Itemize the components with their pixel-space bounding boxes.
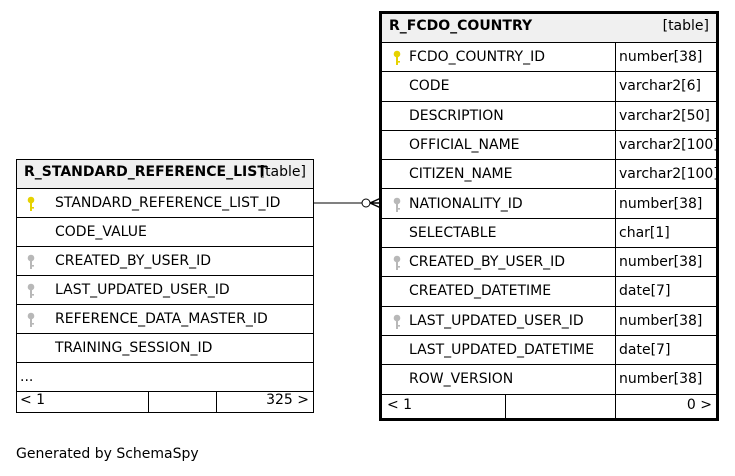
column-type: varchar2[50] — [619, 107, 710, 124]
table-header: R_FCDO_COUNTRY [table] — [382, 14, 716, 43]
column-name: LAST_UPDATED_DATETIME — [409, 342, 595, 358]
optional-circle-marker — [361, 198, 371, 208]
table-name: R_FCDO_COUNTRY — [389, 18, 533, 34]
column-name: CREATED_BY_USER_ID — [55, 253, 212, 269]
table-name: R_STANDARD_REFERENCE_LIST — [24, 164, 267, 180]
column-row[interactable]: ROW_VERSION number[38] — [382, 365, 716, 395]
column-type: number[38] — [619, 371, 703, 388]
column-name: SELECTABLE — [409, 224, 497, 241]
column-type: varchar2[100] — [619, 166, 719, 183]
column-name: FCDO_COUNTRY_ID — [409, 49, 545, 65]
column-row[interactable]: STANDARD_REFERENCE_LIST_ID — [17, 189, 313, 218]
column-row[interactable]: DESCRIPTION varchar2[50] — [382, 101, 716, 131]
children-count[interactable]: 0 > — [686, 397, 712, 413]
parents-count[interactable]: < 1 — [387, 397, 413, 413]
table-footer: < 1 0 > — [382, 395, 716, 418]
column-name: CODE_VALUE — [55, 224, 147, 240]
column-row[interactable]: REFERENCE_DATA_MASTER_ID — [17, 305, 313, 334]
foreign-key-icon — [27, 312, 35, 327]
primary-key-icon — [27, 196, 35, 211]
table-r-standard-reference-list[interactable]: R_STANDARD_REFERENCE_LIST [table] STANDA… — [16, 159, 314, 413]
column-name: DESCRIPTION — [409, 107, 504, 124]
column-row[interactable]: TRAINING_SESSION_ID — [17, 334, 313, 363]
column-name: LAST_UPDATED_USER_ID — [409, 312, 584, 329]
foreign-key-icon — [393, 197, 401, 212]
column-row[interactable]: LAST_UPDATED_USER_ID number[38] — [382, 306, 716, 336]
column-type: varchar2[100] — [619, 136, 719, 153]
column-name: STANDARD_REFERENCE_LIST_ID — [55, 195, 281, 211]
column-name: REFERENCE_DATA_MASTER_ID — [55, 311, 268, 327]
column-name: ROW_VERSION — [409, 371, 514, 388]
column-type: number[38] — [619, 195, 703, 212]
column-type: number[38] — [619, 312, 703, 329]
table-type: [table] — [662, 18, 709, 34]
generated-by-footer: Generated by SchemaSpy — [16, 446, 199, 462]
column-type: number[38] — [619, 254, 703, 271]
table-footer: < 1 325 > — [17, 392, 313, 412]
column-name: LAST_UPDATED_USER_ID — [55, 282, 230, 298]
column-row[interactable]: CREATED_BY_USER_ID — [17, 247, 313, 276]
column-type: date[7] — [619, 283, 671, 300]
column-type: varchar2[6] — [619, 78, 701, 95]
foreign-key-icon — [393, 314, 401, 329]
parents-count[interactable]: < 1 — [20, 392, 46, 408]
column-name: CODE — [409, 78, 450, 95]
column-row[interactable]: CODE varchar2[6] — [382, 72, 716, 102]
column-row[interactable]: NATIONALITY_ID number[38] — [382, 189, 716, 219]
column-row[interactable]: FCDO_COUNTRY_ID number[38] — [382, 43, 716, 73]
column-name: NATIONALITY_ID — [409, 195, 523, 212]
table-header: R_STANDARD_REFERENCE_LIST [table] — [17, 160, 313, 189]
column-row[interactable]: CITIZEN_NAME varchar2[100] — [382, 160, 719, 190]
column-name: CREATED_BY_USER_ID — [409, 254, 566, 271]
column-type: date[7] — [619, 342, 671, 358]
foreign-key-icon — [27, 254, 35, 269]
column-row[interactable]: CREATED_DATETIME date[7] — [382, 277, 716, 307]
table-type: [table] — [259, 164, 306, 180]
foreign-key-icon — [27, 283, 35, 298]
ellipsis-row: ... — [17, 363, 313, 392]
column-name: CREATED_DATETIME — [409, 283, 552, 300]
column-type: number[38] — [619, 49, 703, 65]
column-row[interactable]: OFFICIAL_NAME varchar2[100] — [382, 130, 719, 161]
column-name: OFFICIAL_NAME — [409, 136, 520, 153]
column-row[interactable]: LAST_UPDATED_DATETIME date[7] — [382, 336, 716, 366]
column-row[interactable]: SELECTABLE char[1] — [382, 218, 716, 249]
column-row[interactable]: CODE_VALUE — [17, 218, 313, 247]
primary-key-icon — [393, 50, 401, 65]
column-row[interactable]: LAST_UPDATED_USER_ID — [17, 276, 313, 305]
column-type: char[1] — [619, 224, 670, 241]
more-columns-ellipsis: ... — [20, 369, 34, 385]
column-name: TRAINING_SESSION_ID — [55, 340, 213, 356]
foreign-key-icon — [393, 255, 401, 271]
column-row[interactable]: CREATED_BY_USER_ID number[38] — [382, 248, 716, 278]
children-count[interactable]: 325 > — [266, 392, 309, 408]
column-name: CITIZEN_NAME — [409, 166, 513, 183]
